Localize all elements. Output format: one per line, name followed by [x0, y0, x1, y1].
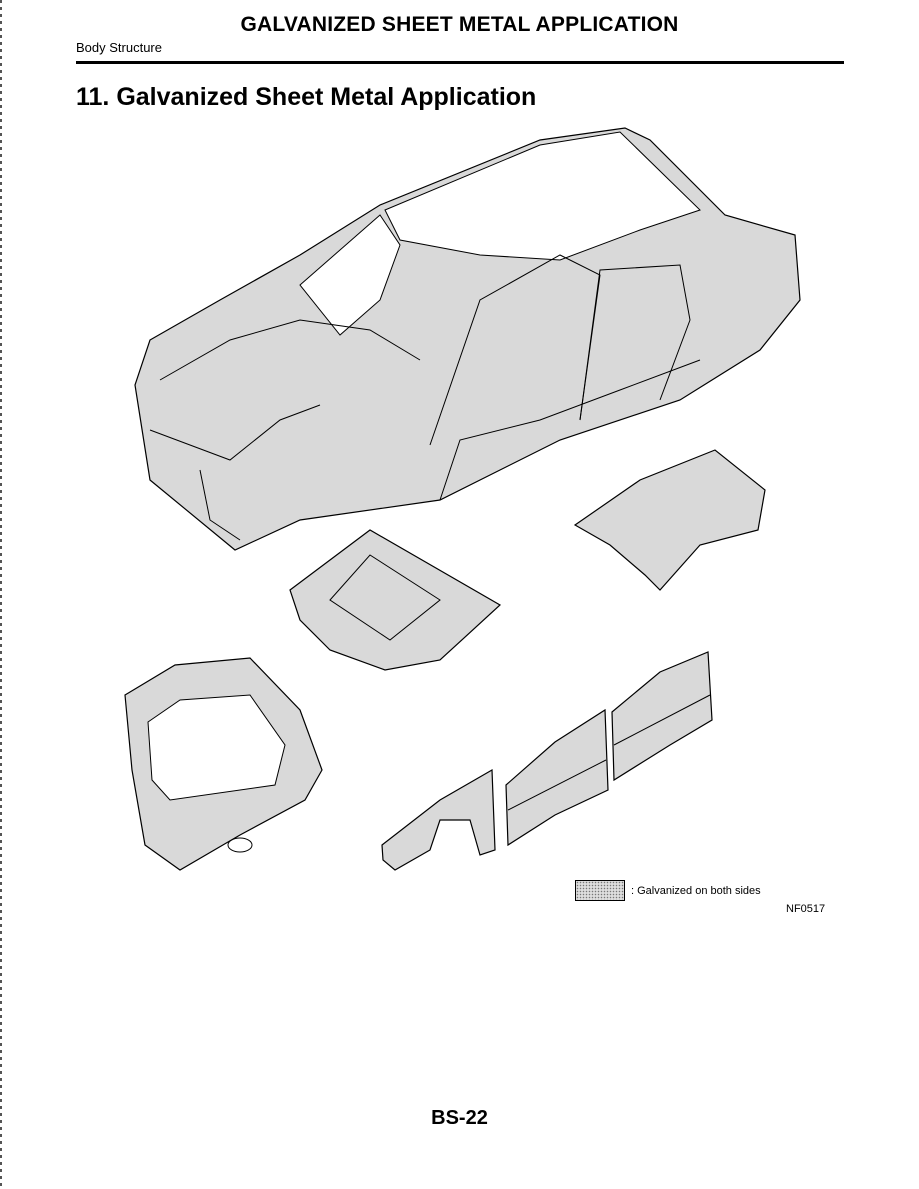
- section-label: Body Structure: [76, 40, 162, 55]
- page-heading: 11. Galvanized Sheet Metal Application: [76, 83, 537, 111]
- rear-door: [611, 651, 713, 782]
- galvanized-parts-illustration: [124, 127, 801, 871]
- scan-edge: [0, 0, 2, 1189]
- header-title: GALVANIZED SHEET METAL APPLICATION: [240, 13, 679, 36]
- hood: [289, 529, 502, 671]
- galvanized-swatch: [575, 880, 625, 901]
- rear-gate: [124, 657, 323, 871]
- front-door: [505, 708, 609, 847]
- figure-code: NF0517: [786, 903, 826, 915]
- legend-label: : Galvanized on both sides: [631, 884, 761, 897]
- page-number: BS-22: [431, 1107, 488, 1129]
- header-rule: [76, 61, 844, 64]
- front-fender: [381, 768, 496, 871]
- trunk-lid: [573, 449, 766, 591]
- body-shell: [134, 127, 801, 551]
- figure-legend: : Galvanized on both sides: [575, 880, 761, 901]
